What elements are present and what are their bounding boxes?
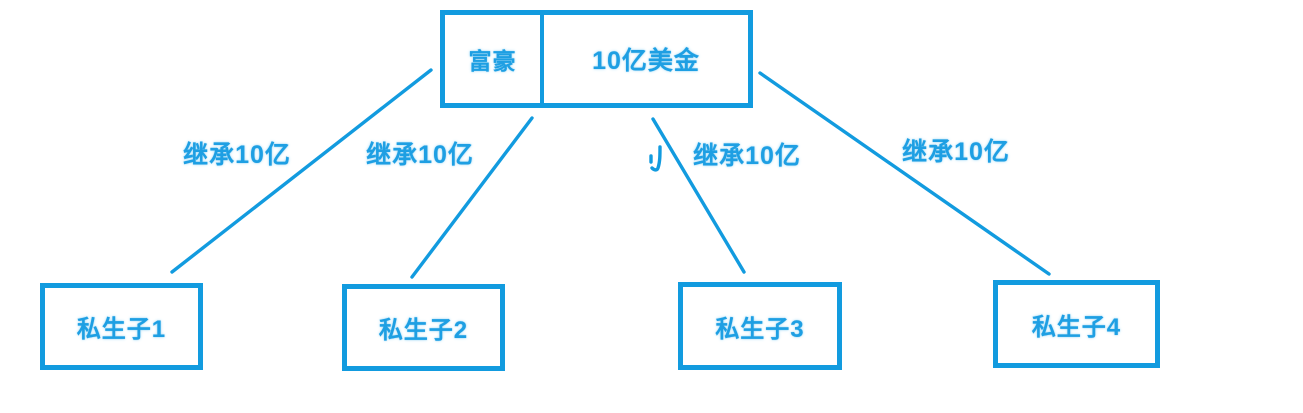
edge-label-3: 继承10亿 (693, 142, 801, 170)
child-node-1: 私生子1 (40, 283, 203, 370)
edge-line-1 (170, 68, 433, 274)
edge-label-1: 继承10亿 (183, 141, 291, 169)
edge-label-4: 继承10亿 (902, 138, 1010, 166)
root-name-cell: 富豪 (445, 15, 544, 103)
child-node-3: 私生子3 (678, 282, 842, 370)
child-node-4: 私生子4 (993, 280, 1160, 368)
child-node-2: 私生子2 (342, 284, 505, 371)
root-asset-cell: 10亿美金 (592, 47, 700, 75)
root-node: 富豪 10亿美金 (440, 10, 753, 108)
edge-label-2: 继承10亿 (366, 141, 474, 169)
edge-line-4 (758, 71, 1051, 276)
stray-pen-mark (649, 145, 662, 172)
